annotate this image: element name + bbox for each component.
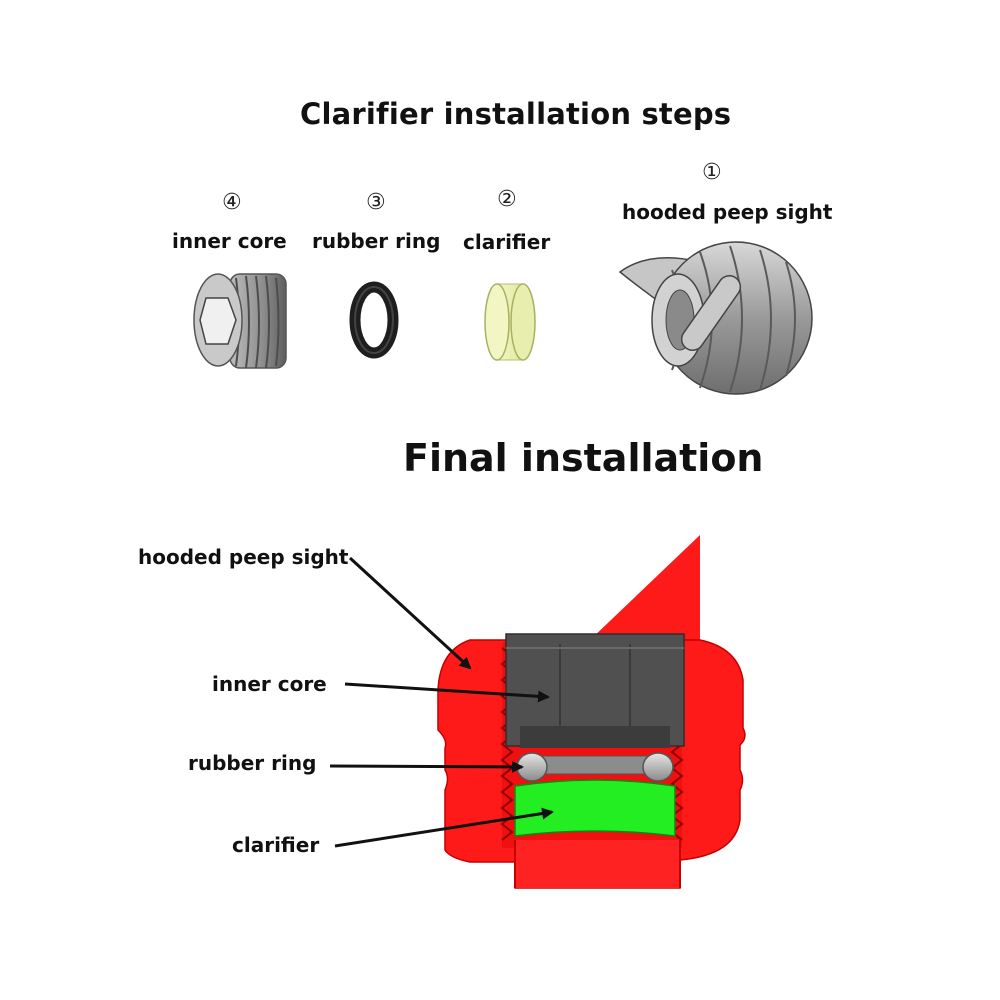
step-2-number: ②: [497, 187, 517, 212]
arrow-clarifier: [334, 807, 554, 848]
step-2-label: clarifier: [463, 230, 551, 254]
step-3-label: rubber ring: [312, 229, 441, 253]
step-1-number: ①: [702, 160, 722, 185]
step-1-label: hooded peep sight: [622, 200, 833, 224]
arrow-rubber-ring: [329, 760, 524, 773]
callout-clarifier: clarifier: [232, 833, 320, 857]
hooded-peep-sight-part: [618, 241, 813, 395]
cross-section-diagram: [437, 535, 746, 889]
step-4-number: ④: [222, 190, 242, 215]
callout-inner-core: inner core: [212, 672, 327, 696]
callout-hooded-peep-sight: hooded peep sight: [138, 545, 349, 569]
final-installation-title: Final installation: [403, 436, 764, 480]
inner-core-part: [193, 273, 287, 369]
arrow-hooded-peep-sight: [348, 556, 472, 670]
callout-rubber-ring: rubber ring: [188, 751, 317, 775]
sight-wedge: [590, 535, 700, 660]
arrow-inner-core: [344, 682, 550, 703]
rubber-ring-part: [349, 281, 399, 359]
callout-arrows: [329, 556, 554, 848]
step-3-number: ③: [366, 190, 386, 215]
clarifier-section: [514, 779, 676, 837]
clarifier-part: [484, 283, 536, 361]
steps-title: Clarifier installation steps: [300, 97, 732, 131]
step-4-label: inner core: [172, 229, 287, 253]
